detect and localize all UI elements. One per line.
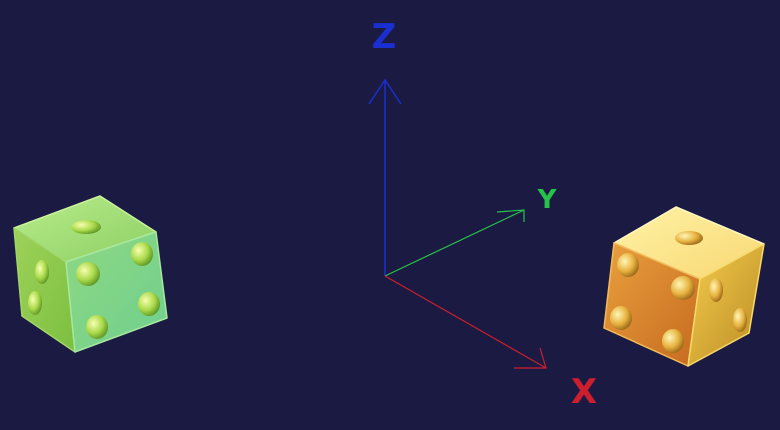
x-axis: X: [384, 275, 597, 412]
orange-die-pip: [610, 306, 632, 330]
y-axis-label: Y: [537, 185, 558, 215]
green-die-pip: [35, 260, 49, 284]
orange-die-pip: [617, 253, 639, 277]
orange-die-pip: [671, 276, 695, 300]
orange-die[interactable]: [603, 206, 765, 367]
orange-die-right-face: [687, 243, 765, 367]
orange-die-pip: [662, 329, 684, 353]
axes-gizmo: Z Y X: [368, 17, 597, 412]
y-axis: Y: [384, 185, 558, 277]
y-axis-arrowhead: [496, 209, 525, 222]
green-die-pip: [76, 262, 100, 286]
orange-die-pip: [733, 308, 747, 332]
x-axis-arrowhead: [514, 347, 547, 369]
green-die-pip: [131, 242, 153, 266]
x-axis-line: [384, 275, 547, 369]
z-axis-arrowhead: [368, 78, 402, 105]
x-axis-label: X: [571, 372, 597, 412]
orange-die-pip: [675, 231, 703, 245]
green-die-pip: [28, 291, 42, 315]
green-die-pip: [86, 315, 108, 339]
y-axis-line: [384, 209, 525, 277]
green-die-pip: [138, 292, 160, 316]
z-axis: Z: [368, 17, 402, 276]
orange-die-pip: [709, 278, 723, 302]
green-die-pip: [71, 220, 101, 234]
green-die[interactable]: [13, 195, 168, 353]
z-axis-label: Z: [372, 17, 397, 57]
